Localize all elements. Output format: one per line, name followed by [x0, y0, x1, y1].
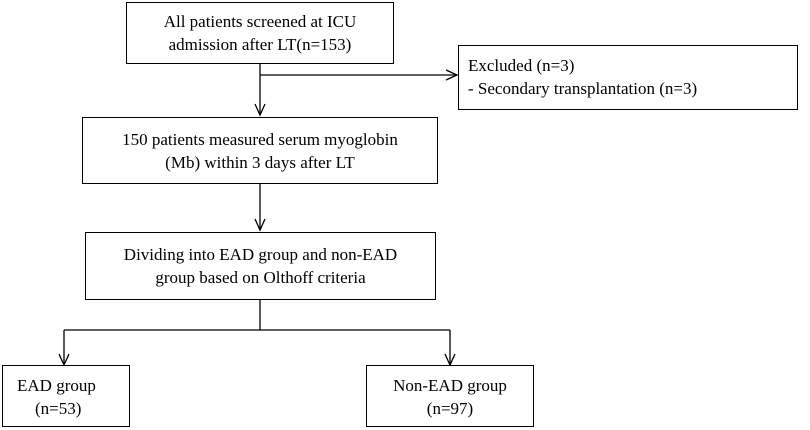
measured-box: 150 patients measured serum myoglobin (M…	[82, 117, 438, 184]
dividing-line-2: group based on Olthoff criteria	[155, 268, 366, 287]
ead-line-1: EAD group	[17, 376, 96, 395]
screened-box: All patients screened at ICU admission a…	[126, 2, 394, 64]
ead-box: EAD group (n=53)	[2, 365, 130, 427]
excluded-box: Excluded (n=3) - Secondary transplantati…	[458, 45, 798, 110]
screened-line-1: All patients screened at ICU	[163, 12, 357, 31]
non-ead-box: Non-EAD group (n=97)	[366, 365, 534, 427]
non-ead-line-1: Non-EAD group	[393, 376, 507, 395]
measured-line-2: (Mb) within 3 days after LT	[165, 153, 355, 172]
non-ead-line-2: (n=97)	[426, 399, 474, 418]
measured-line-1: 150 patients measured serum myoglobin	[122, 130, 398, 149]
excluded-line-2: - Secondary transplantation (n=3)	[468, 79, 698, 98]
excluded-line-1: Excluded (n=3)	[468, 56, 575, 75]
ead-line-2: (n=53)	[35, 399, 82, 418]
dividing-box: Dividing into EAD group and non-EAD grou…	[85, 232, 436, 300]
screened-line-2: admission after LT(n=153)	[168, 35, 352, 54]
dividing-line-1: Dividing into EAD group and non-EAD	[123, 245, 398, 264]
